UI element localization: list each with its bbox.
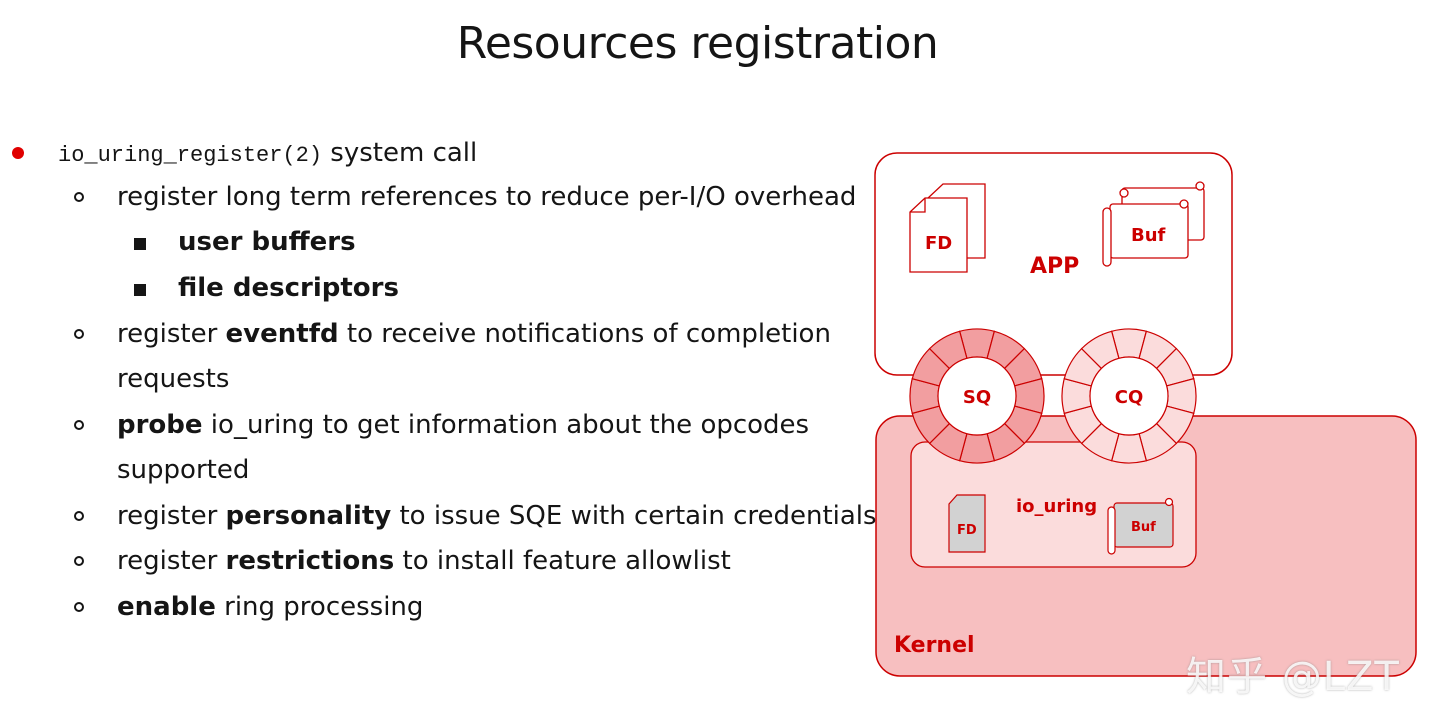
ring-center bbox=[937, 356, 1017, 436]
cq-ring: CQ bbox=[1061, 328, 1197, 464]
restrictions-post: to install feature allowlist bbox=[394, 546, 731, 576]
bullet-main: io_uring_register(2) system call bbox=[58, 138, 477, 171]
bullet-main-text: system call bbox=[322, 138, 478, 168]
buf-small-icon bbox=[1107, 497, 1174, 555]
circle-bullet-icon bbox=[74, 511, 84, 521]
fd-document-icon bbox=[909, 183, 986, 273]
eventfd-post: to receive notifications of completion bbox=[338, 319, 831, 349]
sq-ring: SQ bbox=[909, 328, 1045, 464]
fd-small-icon bbox=[948, 494, 986, 553]
circle-bullet-icon bbox=[74, 420, 84, 430]
file-descriptors-text: file descriptors bbox=[178, 273, 399, 303]
syscall-code: io_uring_register(2) bbox=[58, 143, 323, 168]
fd-label-app: FD bbox=[925, 233, 952, 254]
bullet-probe-cont: supported bbox=[117, 455, 250, 485]
circle-bullet-icon bbox=[74, 192, 84, 202]
buf-label-kernel: Buf bbox=[1131, 520, 1156, 535]
watermark: 知乎 @LZT bbox=[1186, 654, 1400, 700]
probe-bold: probe bbox=[117, 410, 203, 440]
circle-bullet-icon bbox=[74, 329, 84, 339]
bullet-user-buffers: user buffers bbox=[178, 227, 356, 257]
square-bullet-icon bbox=[134, 238, 146, 250]
eventfd-pre: register bbox=[117, 319, 226, 349]
enable-post: ring processing bbox=[215, 592, 424, 622]
buf-label-app: Buf bbox=[1131, 225, 1166, 246]
bullet-eventfd-cont: requests bbox=[117, 364, 230, 394]
slide-title: Resources registration bbox=[456, 18, 939, 69]
bullet-restrictions: register restrictions to install feature… bbox=[117, 546, 731, 576]
restrictions-bold: restrictions bbox=[225, 546, 395, 576]
fd-label-kernel: FD bbox=[957, 523, 977, 538]
app-label: APP bbox=[1030, 254, 1079, 279]
personality-pre: register bbox=[117, 501, 226, 531]
bullet-probe: probe io_uring to get information about … bbox=[117, 410, 809, 440]
bullet-file-descriptors: file descriptors bbox=[178, 273, 399, 303]
ring-label: CQ bbox=[1115, 387, 1144, 408]
circle-bullet-icon bbox=[74, 602, 84, 612]
ring-center bbox=[1089, 356, 1169, 436]
personality-post: to issue SQE with certain credentials bbox=[391, 501, 877, 531]
probe-post: io_uring to get information about the op… bbox=[202, 410, 810, 440]
bullet-register-refs: register long term references to reduce … bbox=[117, 182, 857, 212]
personality-bold: personality bbox=[225, 501, 392, 531]
user-buffers-text: user buffers bbox=[178, 227, 356, 257]
bullet-enable: enable ring processing bbox=[117, 592, 423, 622]
bullet-personality: register personality to issue SQE with c… bbox=[117, 501, 877, 531]
ring-label: SQ bbox=[963, 387, 991, 408]
red-bullet-icon bbox=[12, 147, 24, 159]
restrictions-pre: register bbox=[117, 546, 226, 576]
circle-bullet-icon bbox=[74, 556, 84, 566]
kernel-label: Kernel bbox=[894, 633, 975, 658]
eventfd-bold: eventfd bbox=[225, 319, 339, 349]
bullet-eventfd: register eventfd to receive notification… bbox=[117, 319, 831, 349]
buf-scroll-icon bbox=[1102, 181, 1205, 267]
square-bullet-icon bbox=[134, 284, 146, 296]
enable-bold: enable bbox=[117, 592, 216, 622]
io-uring-label: io_uring bbox=[1016, 496, 1097, 517]
